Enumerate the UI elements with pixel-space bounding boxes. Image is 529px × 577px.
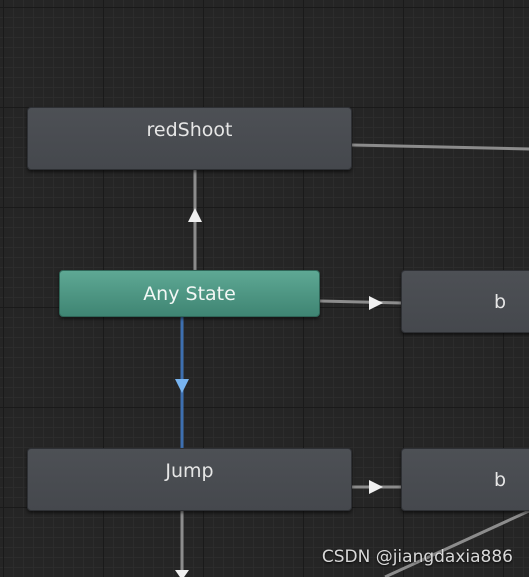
arrow-down-icon [175, 379, 189, 393]
state-node-any-state[interactable]: Any State [59, 270, 320, 317]
state-node-jump[interactable]: Jump [27, 448, 352, 511]
state-label: b [494, 290, 507, 313]
state-node-offscreen-upper[interactable]: b [401, 270, 529, 333]
state-label: Jump [165, 460, 214, 482]
watermark: CSDN @jiangdaxia886 [321, 547, 513, 567]
arrow-right-icon [369, 480, 383, 494]
arrow-right-icon [369, 296, 383, 310]
transition-redshoot-to-offscreen[interactable] [351, 143, 529, 151]
transition-anystate-to-offscreen[interactable] [319, 299, 403, 305]
arrow-up-icon [188, 208, 202, 222]
transition-diagonal[interactable] [384, 509, 529, 577]
state-label: b [494, 468, 507, 491]
arrow-down-icon [175, 570, 189, 577]
state-node-offscreen-lower[interactable]: b [401, 448, 529, 511]
state-label: Any State [143, 282, 236, 305]
state-label: redShoot [146, 119, 233, 141]
state-node-redshoot[interactable]: redShoot [27, 107, 352, 170]
